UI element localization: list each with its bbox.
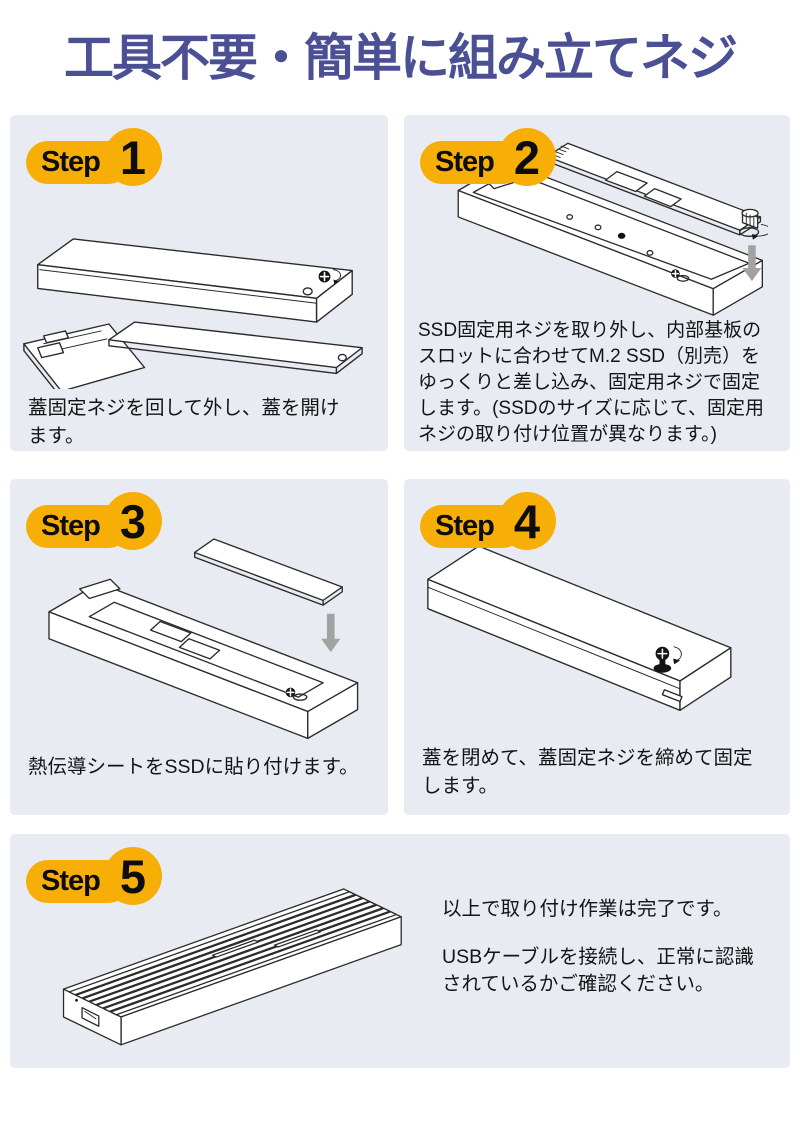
step-number: 2 bbox=[498, 128, 556, 186]
thermal-pad-sheet bbox=[193, 538, 343, 606]
step-4-illustration bbox=[427, 545, 732, 712]
screw-hole bbox=[302, 287, 313, 296]
step-2-description: SSD固定用ネジを取り外し、内部基板の スロットに合わせてM.2 SSD（別売）… bbox=[418, 320, 764, 445]
step-3-badge: Step 3 bbox=[26, 492, 162, 552]
enclosure-lid bbox=[37, 238, 353, 323]
completion-text: 以上で取り付け作業は完了です。 bbox=[442, 898, 733, 920]
step-number: 3 bbox=[104, 492, 162, 550]
gold-fingers bbox=[552, 145, 570, 158]
tray-with-ssd bbox=[48, 578, 359, 740]
step-3-description: 熱伝導シートをSSDに貼り付けます。 bbox=[28, 756, 359, 778]
screw-icon bbox=[653, 646, 682, 673]
step-number: 4 bbox=[498, 492, 556, 550]
step-5-illustration bbox=[62, 888, 402, 1046]
rotation-arrow-icon bbox=[673, 646, 682, 661]
cover-screw-hole bbox=[337, 353, 347, 362]
step-3-panel: Step 3 bbox=[10, 479, 388, 815]
step-4-description: 蓋を閉めて、蓋固定ネジを締めて固定 します。 bbox=[422, 747, 753, 797]
step-number: 1 bbox=[104, 128, 162, 186]
corner-screw-icon bbox=[671, 269, 690, 282]
step-3-illustration bbox=[48, 538, 359, 740]
m2-ssd-board bbox=[546, 142, 768, 282]
enclosure-base-with-cover bbox=[23, 321, 363, 389]
rotation-arrow-icon bbox=[754, 224, 768, 237]
step-2-illustration bbox=[457, 142, 768, 316]
usb-check-text: USBケーブルを接続し、正常に認識 されているかご確認ください。 bbox=[442, 946, 754, 995]
step-4-panel: Step 4 蓋を閉めて、蓋固定ネジを締めて固定 bbox=[404, 479, 790, 815]
ssd-connector bbox=[37, 342, 65, 359]
down-arrow-icon bbox=[742, 245, 762, 282]
ssd-connector bbox=[78, 578, 121, 600]
heat-sink-fins bbox=[68, 891, 398, 1016]
steps-grid: Step 1 bbox=[10, 115, 790, 815]
step-5-panel: Step 5 以上で bbox=[10, 834, 790, 1068]
thumbscrew-icon bbox=[739, 208, 768, 240]
down-arrow-icon bbox=[321, 613, 341, 653]
step-2-panel: Step 2 bbox=[404, 115, 790, 451]
step-1-badge: Step 1 bbox=[26, 128, 162, 188]
step-5-badge: Step 5 bbox=[26, 847, 162, 907]
step-4-badge: Step 4 bbox=[420, 492, 556, 552]
rotation-arrow-icon bbox=[332, 269, 342, 281]
usb-port bbox=[75, 998, 100, 1027]
step-5-description: 以上で取り付け作業は完了です。 USBケーブルを接続し、正常に認識 されているか… bbox=[442, 896, 776, 998]
step-1-illustration bbox=[23, 238, 363, 389]
screw-icon bbox=[318, 269, 342, 285]
step-1-panel: Step 1 bbox=[10, 115, 388, 451]
vent-slot bbox=[273, 929, 321, 948]
standoff-post bbox=[617, 232, 626, 239]
usb-notch bbox=[661, 689, 683, 703]
assembled-enclosure bbox=[62, 888, 402, 1046]
chip bbox=[643, 187, 682, 208]
step-1-description: 蓋固定ネジを回して外し、蓋を開け ます。 bbox=[28, 397, 340, 447]
vent-slot bbox=[211, 939, 259, 958]
step-2-badge: Step 2 bbox=[420, 128, 556, 188]
screw-icon bbox=[285, 687, 308, 701]
step-number: 5 bbox=[104, 847, 162, 905]
closed-enclosure bbox=[427, 545, 732, 712]
page-title: 工具不要・簡単に組み立てネジ bbox=[64, 30, 738, 86]
chip bbox=[604, 170, 648, 193]
